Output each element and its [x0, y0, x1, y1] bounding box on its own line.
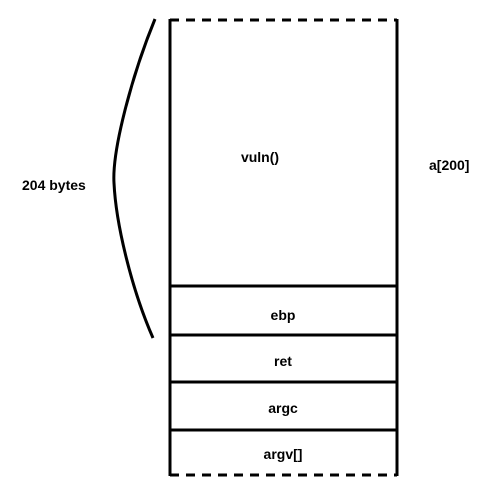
size-annotation: 204 bytes	[22, 177, 86, 193]
section-label-argv: argv[]	[264, 446, 303, 462]
section-label-argc: argc	[268, 400, 298, 416]
section-label-vuln: vuln()	[241, 149, 279, 165]
section-label-ebp: ebp	[271, 307, 296, 323]
size-brace	[112, 18, 157, 339]
buffer-annotation: a[200]	[429, 157, 469, 173]
section-label-ret: ret	[274, 353, 292, 369]
